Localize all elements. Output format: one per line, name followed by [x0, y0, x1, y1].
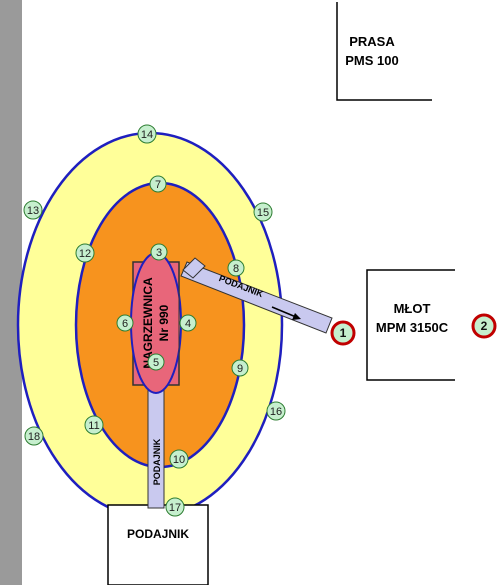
flow-arrow: [271, 306, 301, 320]
point-17: 17: [165, 497, 185, 517]
point-1: 1: [330, 320, 356, 346]
point-15: 15: [253, 202, 273, 222]
svg-text:11: 11: [88, 420, 99, 432]
svg-text:9: 9: [237, 363, 243, 375]
point-5: 5: [147, 353, 165, 371]
svg-text:1: 1: [340, 326, 347, 340]
svg-text:2: 2: [481, 319, 488, 333]
wall: [0, 0, 22, 585]
svg-text:8: 8: [233, 263, 239, 275]
nagrzewnica-chamber: [130, 252, 182, 394]
svg-text:17: 17: [169, 502, 181, 514]
svg-text:3: 3: [156, 247, 162, 259]
prasa-label-line1: PRASA: [349, 34, 395, 49]
point-6: 6: [116, 314, 134, 332]
nagrzewnica-label-line1: NAGRZEWNICA: [141, 277, 155, 369]
svg-text:14: 14: [141, 129, 153, 141]
point-8: 8: [227, 259, 245, 277]
svg-text:18: 18: [28, 431, 40, 443]
point-13: 13: [23, 200, 43, 220]
svg-text:6: 6: [122, 318, 128, 330]
point-16: 16: [266, 401, 286, 421]
point-7: 7: [149, 175, 167, 193]
mlot-box: [366, 269, 455, 381]
point-10: 10: [169, 449, 189, 469]
svg-text:12: 12: [79, 248, 91, 260]
svg-text:4: 4: [185, 318, 191, 330]
point-3: 3: [150, 243, 168, 261]
mlot-label-line2: MPM 3150C: [376, 320, 449, 335]
svg-text:5: 5: [153, 357, 159, 369]
podajnik-diagonal-head: [182, 257, 206, 279]
prasa-box: [336, 2, 432, 101]
prasa-label-line2: PMS 100: [345, 53, 398, 68]
point-9: 9: [231, 359, 249, 377]
nagrzewnica-label-line2: Nr 990: [157, 304, 171, 341]
podajnik-bottom-label: PODAJNIK: [127, 527, 189, 541]
point-14: 14: [137, 124, 157, 144]
point-18: 18: [24, 426, 44, 446]
point-4: 4: [179, 314, 197, 332]
podajnik-vertical-label: PODAJNIK: [152, 438, 162, 485]
svg-text:13: 13: [27, 205, 39, 217]
podajnik-bottom-box: [107, 504, 209, 585]
svg-text:10: 10: [173, 454, 185, 466]
svg-text:15: 15: [257, 207, 269, 219]
svg-text:16: 16: [270, 406, 282, 418]
svg-text:7: 7: [155, 179, 161, 191]
mlot-label-line1: MŁOT: [394, 301, 431, 316]
point-11: 11: [84, 415, 104, 435]
point-12: 12: [75, 243, 95, 263]
point-2: 2: [471, 313, 497, 339]
